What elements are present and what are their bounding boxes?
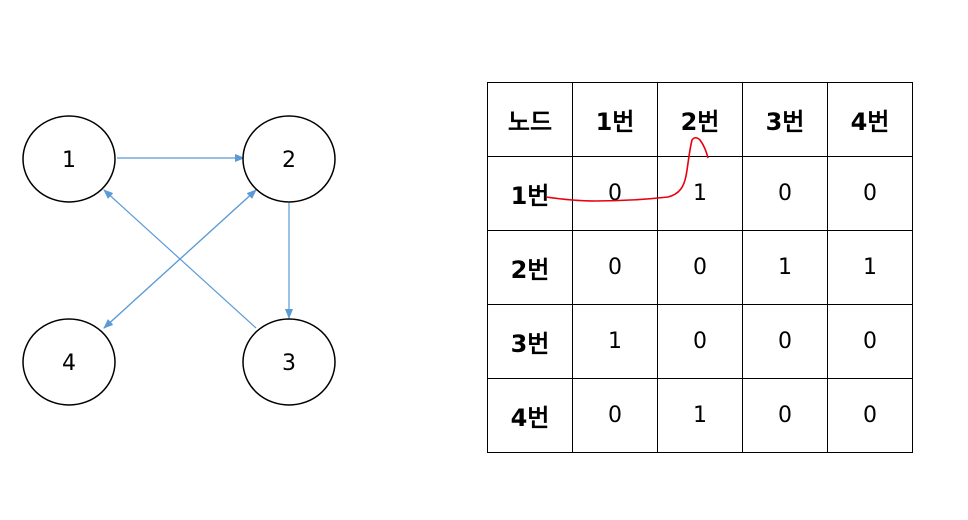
table-row: 2번 0 0 1 1 bbox=[487, 230, 913, 305]
edge-4-to-2 bbox=[103, 189, 257, 329]
node-4: 4 bbox=[22, 318, 116, 406]
row-header: 4번 bbox=[487, 378, 573, 453]
matrix-cell: 0 bbox=[657, 304, 743, 379]
node-3-label: 3 bbox=[282, 351, 296, 376]
matrix-cell: 0 bbox=[572, 230, 658, 305]
matrix-cell: 1 bbox=[657, 156, 743, 231]
directed-graph: 1 2 3 4 bbox=[22, 115, 336, 406]
corner-header: 노드 bbox=[487, 82, 573, 157]
row-header: 2번 bbox=[487, 230, 573, 305]
matrix-cell: 1 bbox=[657, 378, 743, 453]
matrix-cell: 0 bbox=[827, 156, 913, 231]
matrix-cell: 0 bbox=[827, 304, 913, 379]
col-header: 4번 bbox=[827, 82, 913, 157]
matrix-cell: 0 bbox=[657, 230, 743, 305]
node-2: 2 bbox=[242, 115, 336, 203]
row-header: 3번 bbox=[487, 304, 573, 379]
table-row: 1번 0 1 0 0 bbox=[487, 156, 913, 231]
matrix-cell: 0 bbox=[572, 156, 658, 231]
matrix-cell: 1 bbox=[827, 230, 913, 305]
node-4-label: 4 bbox=[62, 351, 76, 376]
matrix-cell: 0 bbox=[742, 304, 828, 379]
adjacency-matrix: 노드 1번 2번 3번 4번 1번 0 1 0 0 2번 0 0 1 1 3번 … bbox=[487, 82, 913, 453]
col-header: 2번 bbox=[657, 82, 743, 157]
matrix-cell: 0 bbox=[742, 378, 828, 453]
node-1-label: 1 bbox=[62, 148, 76, 173]
matrix-cell: 1 bbox=[742, 230, 828, 305]
row-header: 1번 bbox=[487, 156, 573, 231]
col-header: 3번 bbox=[742, 82, 828, 157]
col-header: 1번 bbox=[572, 82, 658, 157]
node-2-label: 2 bbox=[282, 148, 296, 173]
header-row: 노드 1번 2번 3번 4번 bbox=[487, 82, 913, 157]
matrix-cell: 0 bbox=[742, 156, 828, 231]
table-row: 3번 1 0 0 0 bbox=[487, 304, 913, 379]
node-1: 1 bbox=[22, 115, 116, 203]
matrix-cell: 0 bbox=[827, 378, 913, 453]
table-row: 4번 0 1 0 0 bbox=[487, 378, 913, 453]
node-3: 3 bbox=[242, 318, 336, 406]
matrix-cell: 1 bbox=[572, 304, 658, 379]
matrix-cell: 0 bbox=[572, 378, 658, 453]
